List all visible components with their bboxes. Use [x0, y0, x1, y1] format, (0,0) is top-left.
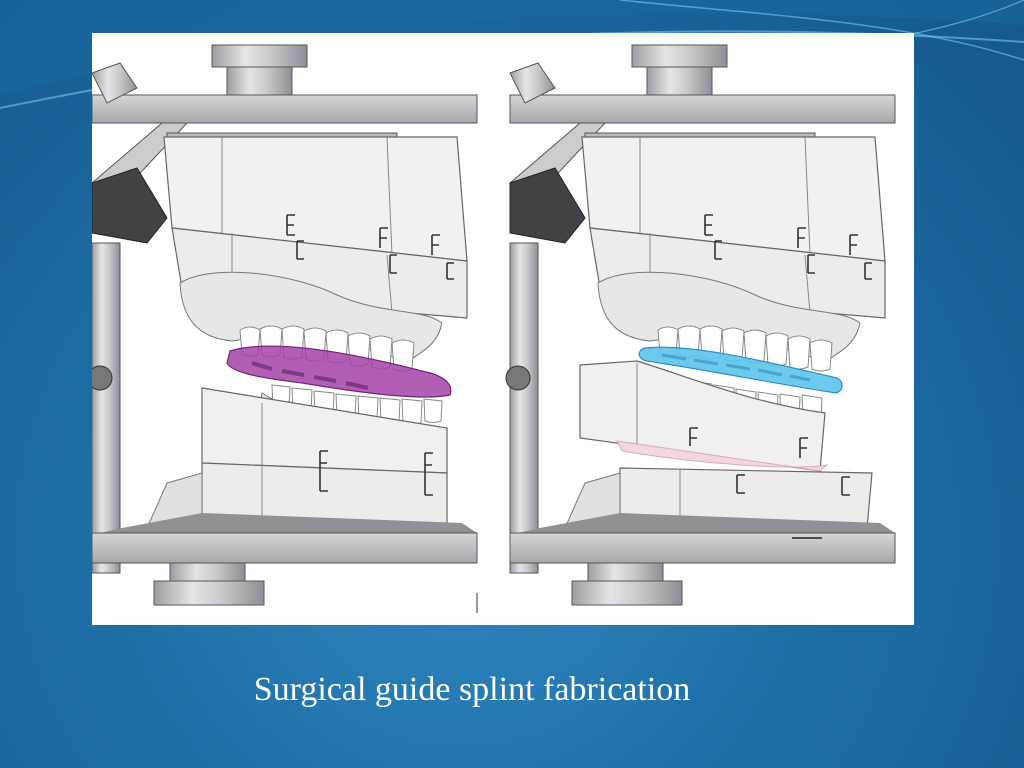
- final-splint: [638, 346, 843, 394]
- articulator-illustrations: [92, 44, 896, 613]
- lower-bar: [509, 532, 896, 564]
- left-articulator: [92, 44, 478, 613]
- interim-splint: [226, 345, 452, 398]
- bottom-knob: [153, 580, 265, 606]
- slide-caption: Surgical guide splint fabrication: [253, 671, 691, 708]
- upper-bar: [509, 94, 896, 124]
- figure-panel: [92, 33, 914, 625]
- bottom-knob: [571, 580, 683, 606]
- upper-bar: [92, 94, 478, 124]
- top-knob: [211, 44, 308, 68]
- lower-bar: [92, 532, 478, 564]
- top-knob: [631, 44, 728, 68]
- right-articulator: [505, 44, 896, 606]
